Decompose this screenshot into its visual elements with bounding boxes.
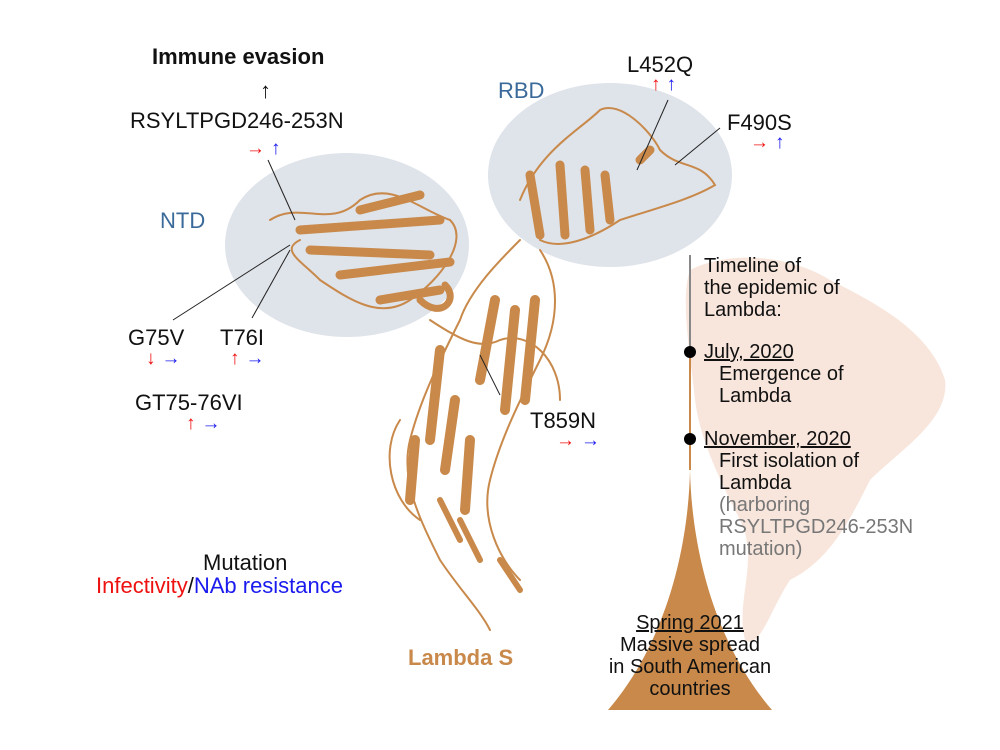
event-note: (harboring xyxy=(719,494,811,516)
mutation-label: F490S xyxy=(727,110,792,135)
mutation-label: G75V xyxy=(128,325,185,350)
protein-structure xyxy=(269,107,717,631)
event-note: mutation) xyxy=(719,538,803,560)
event-date: November, 2020 xyxy=(704,428,851,450)
timeline-event-july: July, 2020 Emergence of Lambda xyxy=(704,341,844,407)
legend-nab-resistance: NAb resistance xyxy=(193,573,344,598)
mutation-label: T76I xyxy=(220,325,265,350)
ntd-label: NTD xyxy=(160,208,206,233)
up-arrow-icon: ↑ xyxy=(260,78,271,103)
legend-separator: / xyxy=(187,573,194,598)
legend-title: Mutation xyxy=(203,550,288,575)
mutation-label: RSYLTPGD246-253N xyxy=(130,108,344,133)
legend-infectivity: Infectivity xyxy=(96,573,188,598)
timeline-heading-line: the epidemic of xyxy=(704,277,840,299)
infectivity-arrow-icon: → xyxy=(556,430,581,451)
event-text: Lambda xyxy=(719,472,792,494)
pointer-lines xyxy=(172,99,721,396)
mutation-arrows: →→ xyxy=(556,430,606,452)
mutation-arrows: ↑↑ xyxy=(651,74,682,96)
mutation-arrows: →↑ xyxy=(246,138,287,160)
rbd-label: RBD xyxy=(498,78,545,103)
immune-evasion-title: Immune evasion xyxy=(152,44,325,69)
nab-arrow-icon: → xyxy=(201,413,227,434)
nab-arrow-icon: → xyxy=(245,348,271,369)
timeline-heading-line: Lambda: xyxy=(704,299,782,321)
event-note: RSYLTPGD246-253N xyxy=(719,516,914,538)
mutation-arrows: ↓→ xyxy=(146,348,187,370)
nab-arrow-icon: ↑ xyxy=(271,138,287,159)
infectivity-arrow-icon: ↑ xyxy=(651,74,667,95)
mutation-label: L452Q xyxy=(627,52,694,77)
mutation-label: T859N xyxy=(530,408,597,433)
event-text: countries xyxy=(649,678,731,700)
mutation-arrows: ↑→ xyxy=(186,413,227,435)
timeline-final: Spring 2021 Massive spread in South Amer… xyxy=(580,612,800,700)
nab-arrow-icon: ↑ xyxy=(666,74,682,95)
event-date: July, 2020 xyxy=(704,341,794,363)
infectivity-arrow-icon: ↑ xyxy=(186,413,202,434)
event-text: Emergence of xyxy=(719,363,844,385)
timeline-dot-july xyxy=(684,346,696,358)
event-text: Massive spread xyxy=(619,634,761,656)
event-text: in South American xyxy=(608,656,772,678)
spread-cone xyxy=(608,470,772,710)
nab-arrow-icon: → xyxy=(161,348,187,369)
timeline-dot-november xyxy=(684,433,696,445)
timeline-heading-line: Timeline of xyxy=(704,255,802,277)
nab-arrow-icon: ↑ xyxy=(775,132,791,153)
infectivity-arrow-icon: → xyxy=(246,138,271,159)
infectivity-arrow-icon: → xyxy=(750,132,775,153)
legend-entries: Infectivity/NAb resistance xyxy=(96,573,343,599)
infectivity-arrow-icon: ↑ xyxy=(230,348,246,369)
protein-label: Lambda S xyxy=(408,645,514,670)
event-text: Lambda xyxy=(719,385,792,407)
event-text: First isolation of xyxy=(719,450,860,472)
event-date: Spring 2021 xyxy=(636,612,744,634)
mutation-arrows: ↑→ xyxy=(230,348,271,370)
south-america-map xyxy=(685,257,946,642)
nab-arrow-icon: → xyxy=(581,430,606,451)
mutation-label: GT75-76VI xyxy=(135,390,243,415)
timeline-event-november: November, 2020 First isolation of Lambda… xyxy=(704,428,913,560)
rbd-bubble xyxy=(488,83,732,267)
timeline-heading: Timeline of the epidemic of Lambda: xyxy=(704,255,840,321)
infectivity-arrow-icon: ↓ xyxy=(146,348,162,369)
mutation-arrows: →↑ xyxy=(750,132,791,154)
